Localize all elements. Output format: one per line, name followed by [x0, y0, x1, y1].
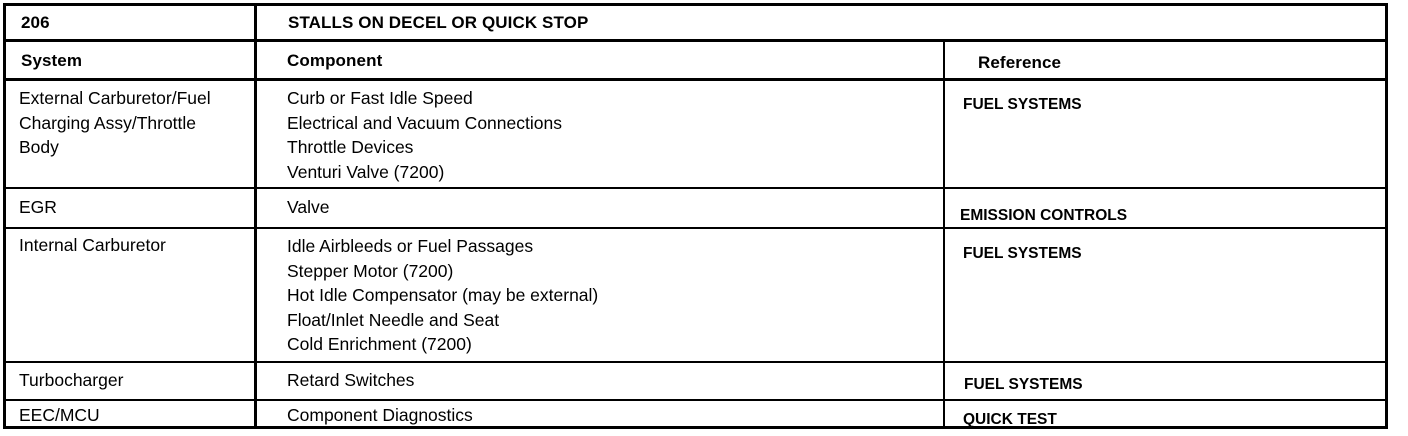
component-item: Component Diagnostics [287, 405, 473, 425]
system-cell: Internal Carburetor [6, 229, 254, 361]
component-list: Idle Airbleeds or Fuel Passages Stepper … [287, 234, 598, 357]
reference-text: QUICK TEST [963, 411, 1057, 428]
system-line: EEC/MCU [19, 405, 100, 425]
title-row: 206 STALLS ON DECEL OR QUICK STOP [6, 6, 1385, 39]
component-list: Retard Switches [287, 368, 414, 393]
component-item: Stepper Motor (7200) [287, 260, 454, 281]
system-text: Turbocharger [19, 368, 123, 393]
component-item: Idle Airbleeds or Fuel Passages [287, 236, 534, 256]
section-number-cell: 206 [6, 6, 254, 39]
divider-row [6, 361, 1385, 363]
component-cell: Idle Airbleeds or Fuel Passages Stepper … [257, 229, 943, 361]
header-reference-cell: Reference [946, 42, 1386, 78]
divider-header [6, 78, 1385, 81]
component-item: Hot Idle Compensator (may be external) [287, 285, 599, 306]
component-cell: Valve [257, 189, 943, 227]
divider-title [6, 39, 1385, 42]
component-list: Valve [287, 195, 329, 220]
header-system: System [21, 51, 83, 70]
system-line: Turbocharger [19, 370, 124, 390]
component-item: Valve [287, 197, 330, 217]
system-line: Internal Carburetor [19, 235, 166, 255]
component-list: Component Diagnostics [287, 403, 473, 428]
section-title: STALLS ON DECEL OR QUICK STOP [288, 13, 589, 32]
system-line: External Carburetor/Fuel [19, 88, 211, 108]
component-item: Float/Inlet Needle and Seat [287, 309, 500, 330]
reference-cell: FUEL SYSTEMS [946, 81, 1386, 187]
reference-cell: EMISSION CONTROLS [946, 189, 1386, 227]
component-list: Curb or Fast Idle Speed Electrical and V… [287, 86, 562, 184]
system-text: Internal Carburetor [19, 233, 166, 258]
table-row: Internal Carburetor Idle Airbleeds or Fu… [6, 229, 1385, 361]
table-row: External Carburetor/Fuel Charging Assy/T… [6, 81, 1385, 187]
system-cell: EGR [6, 189, 254, 227]
system-line: Body [19, 137, 59, 158]
reference-text: EMISSION CONTROLS [960, 207, 1128, 224]
system-text: EEC/MCU [19, 403, 100, 428]
header-reference: Reference [978, 53, 1062, 72]
header-component: Component [287, 51, 383, 70]
column-divider-component [943, 42, 945, 426]
system-text: EGR [19, 195, 57, 220]
system-cell: Turbocharger [6, 363, 254, 399]
system-cell: EEC/MCU [6, 401, 254, 429]
system-line: Charging Assy/Throttle [19, 112, 197, 133]
reference-cell: QUICK TEST [946, 401, 1386, 429]
header-system-cell: System [6, 42, 254, 78]
reference-text: FUEL SYSTEMS [964, 376, 1083, 393]
reference-text: FUEL SYSTEMS [963, 245, 1082, 262]
component-item: Retard Switches [287, 370, 415, 390]
divider-row [6, 227, 1385, 229]
header-component-cell: Component [257, 42, 943, 78]
reference-text: FUEL SYSTEMS [963, 96, 1082, 113]
system-text: External Carburetor/Fuel Charging Assy/T… [19, 86, 211, 160]
component-item: Cold Enrichment (7200) [287, 334, 472, 355]
component-item: Throttle Devices [287, 137, 414, 158]
component-item: Electrical and Vacuum Connections [287, 112, 562, 133]
component-item: Venturi Valve (7200) [287, 161, 445, 182]
diagnostic-table: 206 STALLS ON DECEL OR QUICK STOP System… [3, 3, 1388, 429]
section-title-cell: STALLS ON DECEL OR QUICK STOP [257, 6, 1385, 39]
component-cell: Curb or Fast Idle Speed Electrical and V… [257, 81, 943, 187]
divider-row [6, 187, 1385, 189]
reference-cell: FUEL SYSTEMS [946, 363, 1386, 399]
component-cell: Retard Switches [257, 363, 943, 399]
table-row: Turbocharger Retard Switches FUEL SYSTEM… [6, 363, 1385, 399]
reference-cell: FUEL SYSTEMS [946, 229, 1386, 361]
table-row: EEC/MCU Component Diagnostics QUICK TEST [6, 401, 1385, 429]
section-number: 206 [21, 13, 50, 32]
column-divider-system [254, 6, 257, 426]
system-line: EGR [19, 197, 57, 217]
system-cell: External Carburetor/Fuel Charging Assy/T… [6, 81, 254, 187]
component-cell: Component Diagnostics [257, 401, 943, 429]
divider-row [6, 399, 1385, 401]
header-row: System Component Reference [6, 42, 1385, 78]
table-row: EGR Valve EMISSION CONTROLS [6, 189, 1385, 227]
component-item: Curb or Fast Idle Speed [287, 88, 473, 108]
